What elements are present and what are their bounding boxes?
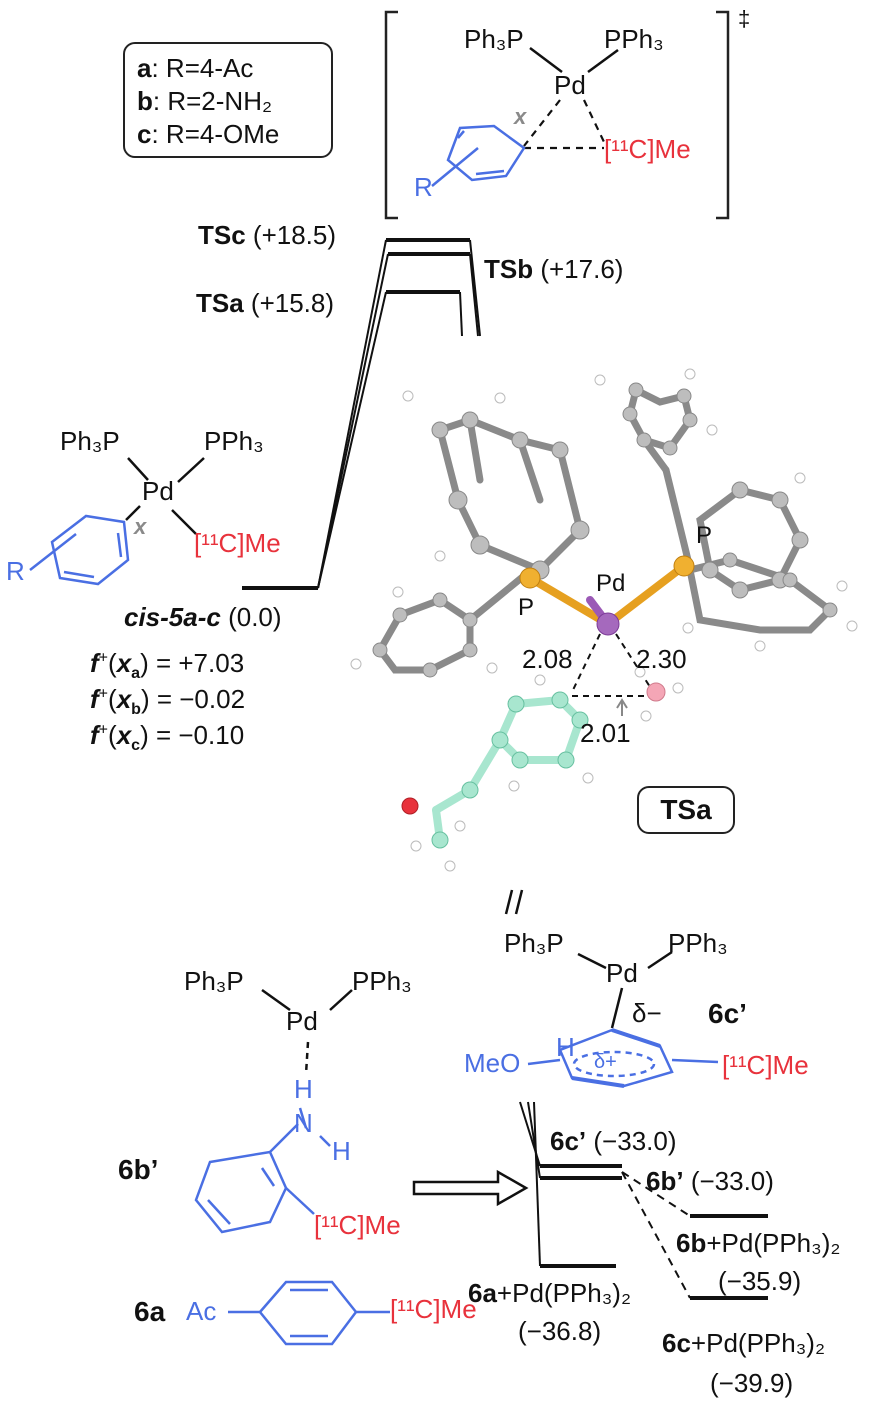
6c-ligand-right: PPh₃ [668,928,728,958]
6b-prime-label: 6b’ [118,1154,159,1185]
complex-6b-bonds [261,988,353,1012]
energy-levels [242,238,768,1300]
6c-h: H [556,1032,575,1062]
cis5-ligand-right: PPh₃ [204,426,264,456]
dist-c-me: 2.01 [580,718,631,748]
6b-metal: Pd [286,1006,318,1036]
6c-metal: Pd [606,958,638,988]
equals-sign [504,889,524,915]
cis5-substituent: R [6,556,25,586]
6b-11c-me: [¹¹C]Me [314,1210,401,1240]
6a-label: 6a [134,1296,166,1327]
legend-row-b: b: R=2-NH₂ [137,86,273,116]
cis5-metal: Pd [142,476,174,506]
cis5-11c-me: [¹¹C]Me [194,528,281,558]
fukui-c: f+(xc) = −0.10 [90,720,245,755]
6a-11c-me: [¹¹C]Me [390,1294,477,1324]
dist-pd-me: 2.30 [636,644,687,674]
ts-dagger: ‡ [738,6,751,31]
cis5-bonds [125,457,205,535]
model-p-left: P [518,594,535,621]
6a-ac: Ac [186,1296,217,1326]
label-6b-free: 6b+Pd(PPh₃)₂ [676,1228,841,1258]
ts-structure-bonds [529,47,619,74]
label-6b-prime: 6b’ (−33.0) [646,1166,774,1196]
dashed-connectors [621,1171,691,1299]
complex-6c-ring [527,1028,719,1088]
product-6a-ring [228,1280,390,1346]
6b-ligand-left: Ph₃P [184,966,244,996]
ts-dashed-triangle [523,99,605,150]
ts-ligand-right: PPh₃ [604,24,664,54]
ts-bracket [384,10,730,220]
ts-metal: Pd [554,70,586,100]
6b-n: N [294,1108,313,1138]
6b-h1: H [294,1074,313,1104]
label-tsb: TSb (+17.6) [484,254,624,284]
fukui-a: f+(xa) = +7.03 [90,648,245,683]
value-6c-free: (−39.9) [710,1368,794,1398]
6c-ligand-left: Ph₃P [504,928,564,958]
complex-6b-ring [194,1107,331,1234]
tsa-model-tag: TSa [637,786,735,834]
label-tsc: TSc (+18.5) [198,220,337,250]
ts-substituent: R [414,172,433,202]
label-cis5: cis-5a-c (0.0) [124,602,282,632]
6c-prime-label: 6c’ [708,998,747,1029]
legend-row-a: a: R=4-Ac [137,53,254,83]
fukui-b: f+(xb) = −0.02 [90,684,246,719]
label-6c-free: 6c+Pd(PPh₃)₂ [662,1328,826,1358]
hollow-arrow [412,1169,529,1207]
ts-ligand-left: Ph₃P [464,24,524,54]
cis5-ipso-label: x [134,514,147,539]
model-p-right: P [696,522,713,549]
ts-aryl-ring [431,124,526,187]
label-6c-prime: 6c’ (−33.0) [550,1126,677,1156]
6b-ligand-right: PPh₃ [352,966,412,996]
6c-delta-plus: δ+ [594,1051,617,1073]
substituent-legend: a: R=4-Ac b: R=2-NH₂ c: R=4-OMe [123,42,333,158]
value-6a-free: (−36.8) [518,1316,602,1346]
label-tsa: TSa (+15.8) [196,288,335,318]
6c-meo: MeO [464,1048,521,1078]
ts-ipso-label: x [514,104,527,129]
cis5-aryl-ring [29,514,130,586]
dist-pd-c: 2.08 [522,644,573,674]
legend-row-c: c: R=4-OMe [137,119,280,149]
tsa-3d-model [350,368,858,872]
ts-11c-me: [¹¹C]Me [604,134,691,164]
6c-11c-me: [¹¹C]Me [722,1050,809,1080]
model-pd: Pd [596,570,626,597]
value-6b-free: (−35.9) [718,1266,802,1296]
6b-h2: H [332,1136,351,1166]
complex-6c-bonds [577,950,673,1029]
cis5-ligand-left: Ph₃P [60,426,120,456]
label-6a-free: 6a+Pd(PPh₃)₂ [468,1278,632,1308]
6c-delta-minus: δ− [632,998,662,1028]
connectors [317,239,541,1267]
